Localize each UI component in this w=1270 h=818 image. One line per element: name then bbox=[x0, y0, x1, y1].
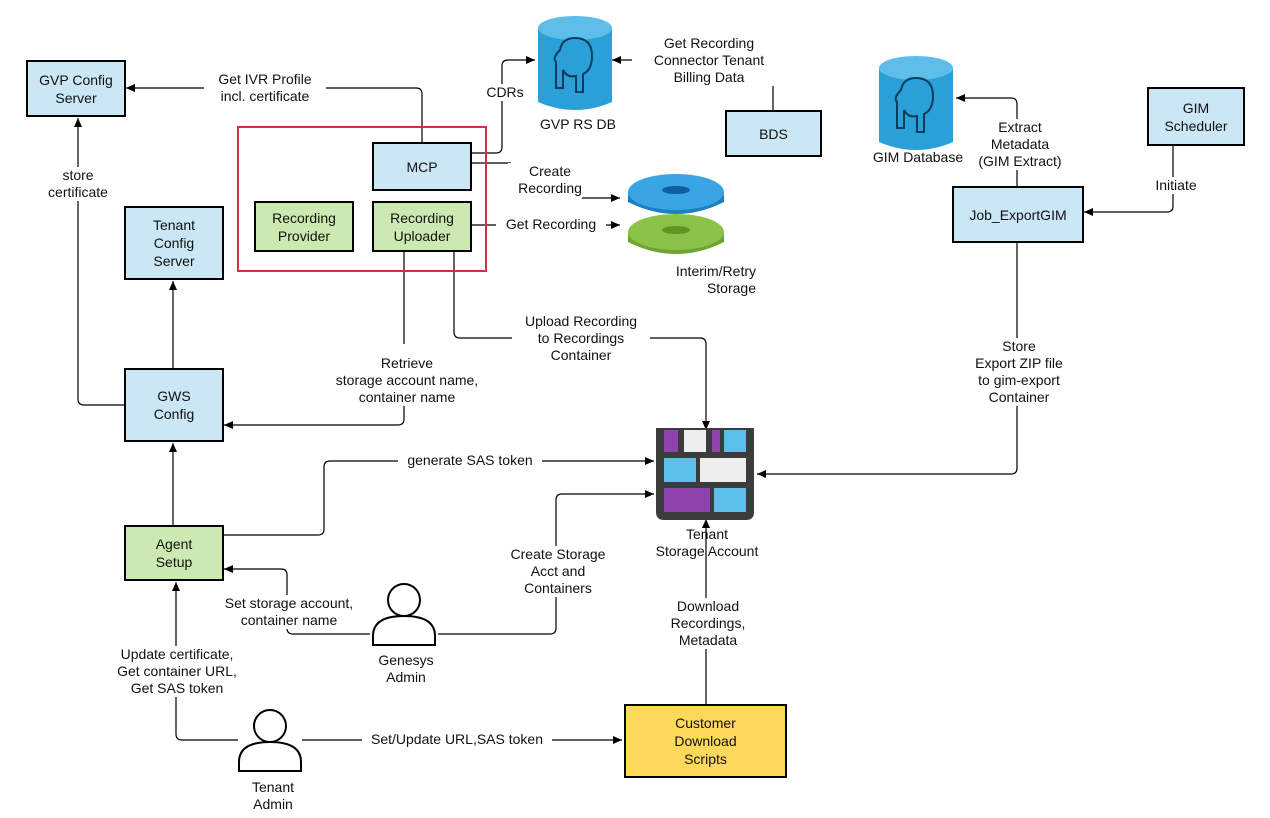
storage-disk-icon bbox=[628, 174, 724, 254]
edge-retrieve-storage bbox=[224, 252, 405, 425]
edge-get-ivr-profile bbox=[126, 84, 423, 142]
gvp-rs-db-label: GVP RS DB bbox=[540, 116, 616, 132]
bds-node[interactable]: BDS bbox=[725, 110, 822, 157]
interim-retry-storage-label: Interim/Retry Storage bbox=[675, 263, 756, 296]
set-update-url-label: Set/Update URL,SAS token bbox=[362, 731, 552, 748]
gvp-config-server-node[interactable]: GVP Config Server bbox=[26, 60, 126, 117]
store-export-zip-label: Store Export ZIP file to gim-export Cont… bbox=[958, 338, 1080, 406]
tenant-config-server-node[interactable]: Tenant Config Server bbox=[124, 206, 224, 280]
retrieve-storage-label: Retrieve storage account name, container… bbox=[322, 355, 492, 406]
agent-setup-node[interactable]: Agent Setup bbox=[124, 525, 224, 581]
tenant-admin-label: Tenant Admin bbox=[251, 779, 295, 812]
gws-config-node[interactable]: GWS Config bbox=[124, 368, 224, 442]
person-icon bbox=[238, 709, 302, 772]
edge-update-certificate bbox=[172, 582, 238, 741]
postgresql-elephant-icon bbox=[538, 16, 612, 110]
store-certificate-label: store certificate bbox=[36, 167, 120, 201]
create-storage-acct-label: Create Storage Acct and Containers bbox=[496, 546, 620, 597]
edge-upload-recording bbox=[453, 252, 706, 430]
postgresql-elephant-icon bbox=[879, 56, 953, 150]
recording-group-frame bbox=[237, 126, 487, 272]
gim-scheduler-node[interactable]: GIM Scheduler bbox=[1147, 87, 1245, 146]
get-recording-connector-label: Get Recording Connector Tenant Billing D… bbox=[632, 35, 786, 86]
azure-storage-account-icon bbox=[656, 428, 754, 520]
gim-database-label: GIM Database bbox=[872, 149, 964, 165]
tenant-storage-account-label: Tenant Storage Account bbox=[655, 526, 759, 559]
set-storage-account-label: Set storage account, container name bbox=[212, 595, 366, 629]
extract-metadata-label: Extract Metadata (GIM Extract) bbox=[966, 119, 1074, 170]
person-icon bbox=[372, 583, 436, 646]
upload-recording-label: Upload Recording to Recordings Container bbox=[512, 313, 650, 364]
initiate-label: Initiate bbox=[1144, 177, 1208, 194]
edge-initiate bbox=[1084, 146, 1174, 216]
create-recording-label: Create Recording bbox=[508, 163, 592, 197]
edge-create-recording bbox=[471, 162, 620, 198]
download-recordings-label: Download Recordings, Metadata bbox=[660, 598, 756, 649]
edge-cdrs bbox=[471, 56, 535, 154]
get-recording-label: Get Recording bbox=[496, 216, 606, 233]
cdrs-label: CDRs bbox=[480, 84, 530, 101]
recording-provider-node[interactable]: Recording Provider bbox=[254, 201, 354, 252]
edge-store-certificate bbox=[74, 118, 124, 406]
edge-generate-sas bbox=[224, 457, 654, 536]
update-certificate-label: Update certificate, Get container URL, G… bbox=[104, 646, 250, 697]
customer-download-scripts-node[interactable]: Customer Download Scripts bbox=[624, 704, 787, 778]
generate-sas-label: generate SAS token bbox=[398, 452, 542, 469]
edge-extract-metadata bbox=[956, 94, 1018, 186]
edge-store-export-zip bbox=[757, 243, 1018, 478]
get-ivr-profile-label: Get IVR Profile incl. certificate bbox=[204, 71, 326, 105]
genesys-admin-label: Genesys Admin bbox=[378, 652, 434, 685]
job-export-gim-node[interactable]: Job_ExportGIM bbox=[952, 186, 1084, 243]
mcp-node[interactable]: MCP bbox=[372, 142, 472, 191]
recording-uploader-node[interactable]: Recording Uploader bbox=[372, 201, 472, 252]
